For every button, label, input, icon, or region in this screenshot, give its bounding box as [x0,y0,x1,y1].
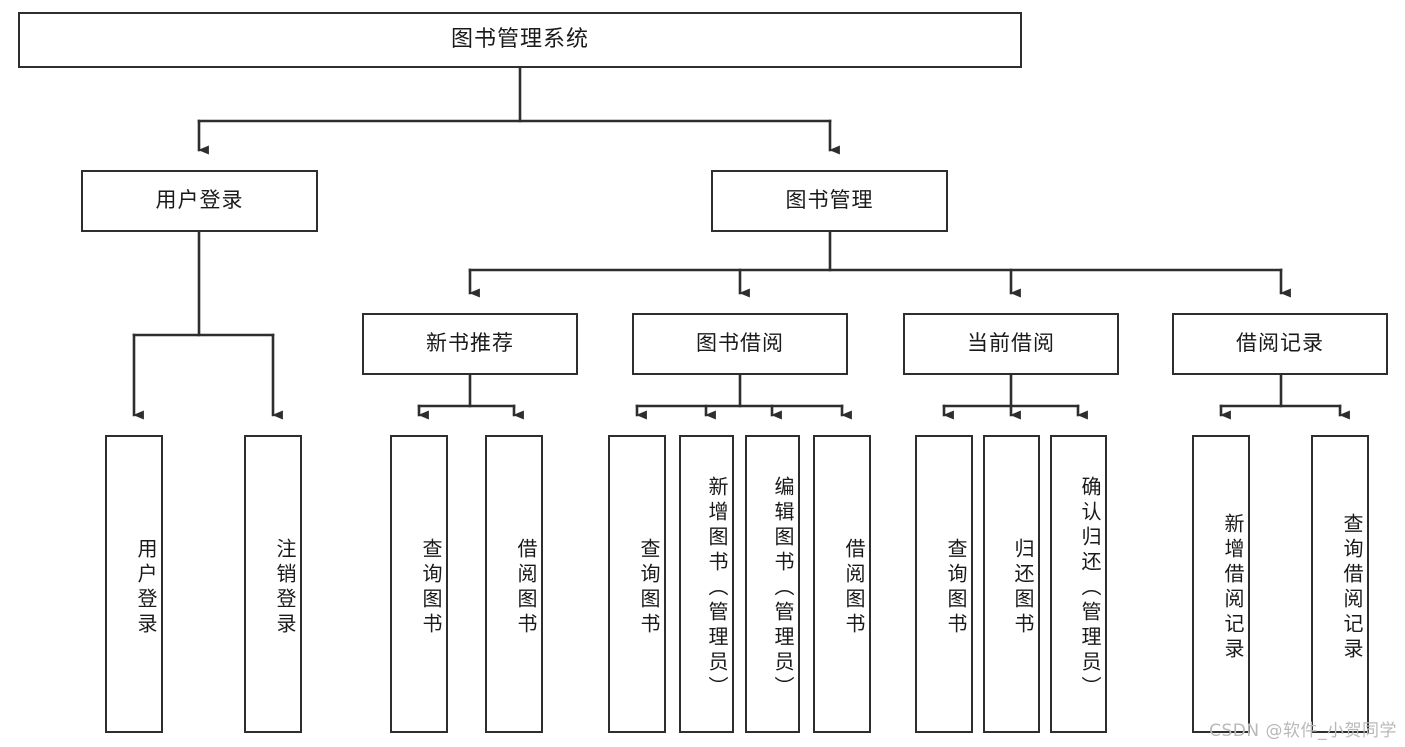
leaf-query-book-new[interactable]: 查询图书 [390,435,448,733]
node-book-management[interactable]: 图书管理 [711,170,948,232]
node-book-borrow-label: 图书借阅 [696,331,784,356]
leaf-borrow-book-new-label: 借阅图书 [514,538,538,638]
node-root-label: 图书管理系统 [450,26,589,52]
leaf-logout-label: 注销登录 [273,538,297,638]
node-new-book-recommend[interactable]: 新书推荐 [362,313,578,375]
leaf-borrow-book-borrow-label: 借阅图书 [842,538,866,638]
node-current-borrow-label: 当前借阅 [967,331,1055,356]
csdn-watermark: CSDN @软件_小贺同学 [1209,721,1397,741]
leaf-query-book-current-label: 查询图书 [944,538,968,638]
node-new-book-recommend-label: 新书推荐 [426,331,514,356]
leaf-add-borrow-record[interactable]: 新增借阅记录 [1192,435,1250,733]
leaf-query-borrow-record-label: 查询借阅记录 [1340,513,1364,663]
leaf-user-login[interactable]: 用户登录 [105,435,163,733]
leaf-user-login-label: 用户登录 [134,538,158,638]
leaf-add-borrow-record-label: 新增借阅记录 [1221,513,1245,663]
node-current-borrow[interactable]: 当前借阅 [903,313,1119,375]
leaf-return-book-label: 归还图书 [1011,538,1035,638]
leaf-query-borrow-record[interactable]: 查询借阅记录 [1311,435,1369,733]
leaf-add-book[interactable]: 新增图书（管理员） [679,435,734,733]
leaf-query-book-current[interactable]: 查询图书 [915,435,973,733]
node-book-borrow[interactable]: 图书借阅 [632,313,848,375]
leaf-logout[interactable]: 注销登录 [244,435,302,733]
node-borrow-record[interactable]: 借阅记录 [1172,313,1388,375]
leaf-edit-book-label: 编辑图书（管理员） [771,475,795,701]
leaf-borrow-book-new[interactable]: 借阅图书 [485,435,543,733]
leaf-edit-book[interactable]: 编辑图书（管理员） [745,435,800,733]
leaf-confirm-return[interactable]: 确认归还（管理员） [1050,435,1107,733]
leaf-confirm-return-label: 确认归还（管理员） [1078,475,1102,701]
node-user-login-label: 用户登录 [155,188,244,213]
node-root[interactable]: 图书管理系统 [18,12,1022,68]
node-borrow-record-label: 借阅记录 [1236,331,1324,356]
leaf-query-book-borrow-label: 查询图书 [637,538,661,638]
leaf-return-book[interactable]: 归还图书 [983,435,1040,733]
node-user-login[interactable]: 用户登录 [81,170,318,232]
leaf-borrow-book-borrow[interactable]: 借阅图书 [813,435,871,733]
leaf-add-book-label: 新增图书（管理员） [705,475,729,701]
node-book-management-label: 图书管理 [785,188,874,213]
leaf-query-book-borrow[interactable]: 查询图书 [608,435,666,733]
leaf-query-book-new-label: 查询图书 [419,538,443,638]
